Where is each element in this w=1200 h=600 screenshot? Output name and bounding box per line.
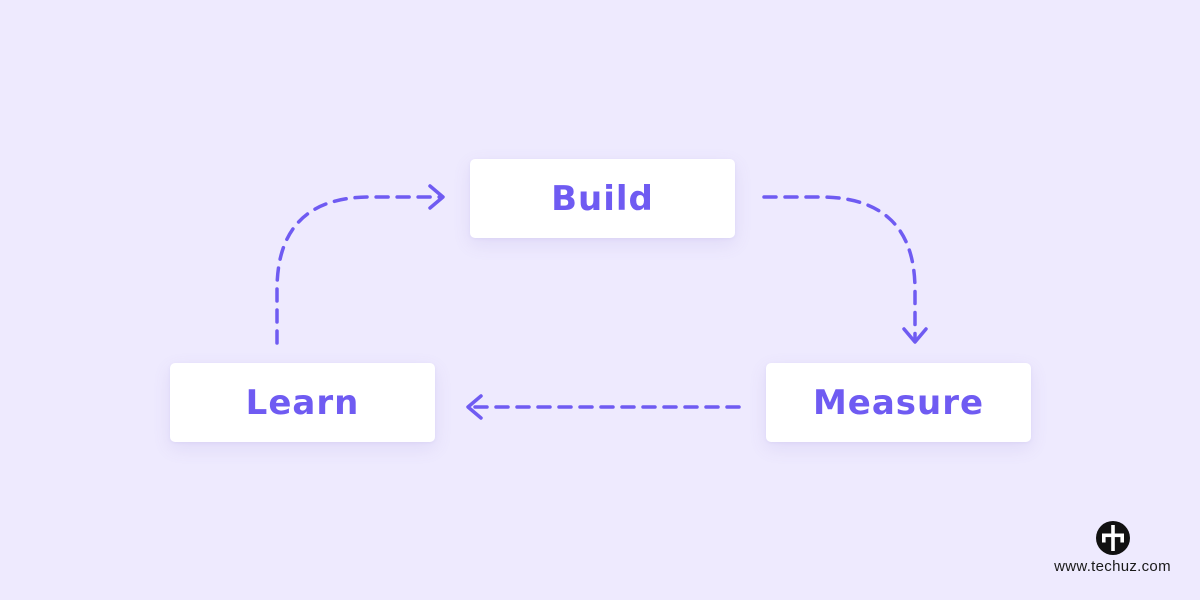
arrow-build-to-measure [762,195,917,340]
arrowhead-learn [466,394,483,420]
arrowhead-measure [902,327,928,344]
measure-node: Measure [766,363,1031,442]
learn-label: Learn [245,382,360,423]
arrow-learn-to-build [275,195,442,345]
build-label: Build [551,178,654,219]
techuz-logo-icon [1096,521,1130,555]
measure-label: Measure [812,382,985,423]
learn-node: Learn [170,363,435,442]
build-node: Build [470,159,735,238]
arrowhead-build [428,184,445,210]
site-url: www.techuz.com [1054,558,1171,575]
